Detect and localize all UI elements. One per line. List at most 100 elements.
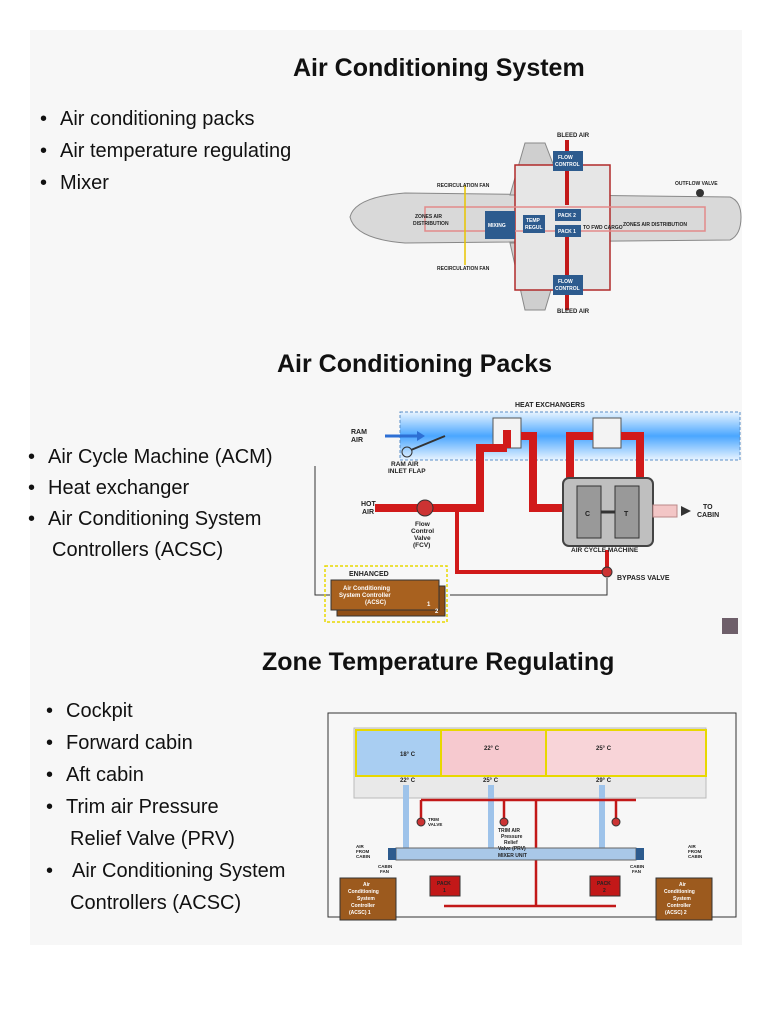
bullet-dot: • xyxy=(46,796,54,818)
zone-temp-cockpit: 18° C xyxy=(400,752,416,758)
fcv-label-4: (FCV) xyxy=(413,542,430,549)
duct-temp-cockpit: 22° C xyxy=(400,778,416,784)
bullet-item: •Air conditioning packs xyxy=(40,108,255,130)
fcv-valve xyxy=(416,499,434,517)
trim-valve-icon xyxy=(611,817,621,827)
fcv-label-1: Flow xyxy=(415,521,431,528)
enhanced-label: ENHANCED xyxy=(349,571,389,578)
air-from-cabin-right-2: FROM xyxy=(688,849,701,854)
trim-valve-label-1: TRIM xyxy=(428,817,439,822)
bullet-dot: • xyxy=(28,477,36,499)
bullet-item: •Cockpit xyxy=(46,700,133,722)
flow-control-bottom-label-1: FLOW xyxy=(558,279,573,285)
flap-hinge xyxy=(401,446,413,458)
heat-exchanger-2 xyxy=(592,417,622,449)
bullet-dot: • xyxy=(28,508,36,530)
pack-1-box xyxy=(429,875,461,897)
outer-signal-frame xyxy=(327,712,737,918)
bullet-dot: • xyxy=(46,764,54,786)
zones-air-right-label: ZONES AIR DISTRIBUTION xyxy=(623,222,687,228)
turbine-letter: T xyxy=(624,511,629,518)
duct-temp-aft: 29° C xyxy=(596,778,612,784)
acsc-unit-1 xyxy=(330,579,440,611)
cabin-fan-left-label-2: FAN xyxy=(380,869,389,874)
zone-temperature-diagram: 18° C 22° C 25° C 22° C 25° C 29° C TRIM… xyxy=(327,712,737,921)
section2-bullets: •Air Cycle Machine (ACM) •Heat exchanger… xyxy=(26,446,272,570)
bullet-dot: • xyxy=(40,108,48,130)
zone-temp-aft: 25° C xyxy=(596,746,612,752)
bullet-continuation: Controllers (ACSC) xyxy=(70,892,242,914)
cabin-fan-right xyxy=(636,848,644,860)
trim-valve-label-2: VALVE xyxy=(428,822,442,827)
trim-prv-label-2: Pressure xyxy=(501,834,523,840)
cabin-fan-right-label-2: FAN xyxy=(632,869,641,874)
hot-air-label-2: AIR xyxy=(362,509,374,516)
section1-bullets: •Air conditioning packs •Air temperature… xyxy=(38,108,291,204)
air-from-cabin-left-3: CABIN xyxy=(356,854,370,859)
fcv-label-2: Control xyxy=(411,528,434,535)
bullet-item: •Air Conditioning System xyxy=(46,860,286,882)
bullet-dot: • xyxy=(40,140,48,162)
acsc2-label-4: Controller xyxy=(667,903,691,909)
acsc-label-1: Air Conditioning xyxy=(343,586,390,592)
trim-valve-icon xyxy=(416,817,426,827)
bypass-valve-icon xyxy=(601,566,613,578)
outflow-valve-icon xyxy=(696,189,704,197)
slide-marker xyxy=(722,618,738,634)
acsc2-label-1: Air xyxy=(679,882,686,888)
acsc-2-unit xyxy=(655,877,713,921)
acsc1-label-4: Controller xyxy=(351,903,375,909)
acsc1-label-2: Conditioning xyxy=(348,889,379,895)
air-from-cabin-left-2: FROM xyxy=(356,849,369,854)
bullet-item: •Mixer xyxy=(40,172,109,194)
pack1-label: PACK 1 xyxy=(558,229,576,235)
cabin-fan-left-label-1: CABIN xyxy=(378,864,392,869)
to-cabin-label-1: TO xyxy=(703,504,713,511)
aircraft-system-diagram: BLEED AIR FLOW CONTROL RECIRCULATION FAN… xyxy=(349,133,742,315)
trim-prv-label-1: TRIM AIR xyxy=(498,828,520,834)
bullet-continuation: Relief Valve (PRV) xyxy=(70,828,235,850)
recirc-fan-bottom-label: RECIRCULATION FAN xyxy=(437,266,490,272)
temp-regul-label-2: REGUL xyxy=(525,225,543,231)
to-cabin-label-2: CABIN xyxy=(697,512,719,519)
bleed-air-bottom-label: BLEED AIR xyxy=(557,309,590,315)
mixing-label: MIXING xyxy=(488,223,506,229)
section1-title: Air Conditioning System xyxy=(293,54,585,82)
mixer-unit-label: MIXER UNIT xyxy=(498,853,527,859)
trim-prv-label-4: Valve (PRV) xyxy=(498,846,526,852)
bullet-item: •Air Cycle Machine (ACM) xyxy=(28,446,273,468)
acm-pack-diagram: HEAT EXCHANGERS RAM AIR RAM AIR INLET FL… xyxy=(314,402,741,623)
bullet-dot: • xyxy=(46,860,54,882)
acsc2-label-2: Conditioning xyxy=(664,889,695,895)
acsc1-label-5: (ACSC) 1 xyxy=(349,910,371,916)
outflow-valve-label: OUTFLOW VALVE xyxy=(675,181,718,187)
section3-bullets: •Cockpit •Forward cabin •Aft cabin •Trim… xyxy=(44,700,285,924)
hx2-to-acm-duct xyxy=(621,432,644,480)
to-cabin-duct xyxy=(652,504,678,518)
zones-air-left-label-2: DISTRIBUTION xyxy=(413,221,449,227)
trim-prv-label-3: Relief xyxy=(504,840,518,846)
trim-valve-icon xyxy=(499,817,509,827)
bullet-item: •Trim air Pressure xyxy=(46,796,219,818)
pack-2-label-1: PACK xyxy=(597,881,611,887)
hot-air-label-1: HOT xyxy=(361,501,377,508)
zones-air-left-label-1: ZONES AIR xyxy=(415,214,442,220)
ram-air-label-2: AIR xyxy=(351,437,363,444)
pack-1-label-2: 1 xyxy=(443,888,446,894)
ram-air-arrowhead xyxy=(417,431,425,441)
acsc-unit-2-number: 2 xyxy=(435,609,439,615)
pack1-box xyxy=(555,225,581,237)
bypass-valve-label: BYPASS VALVE xyxy=(617,575,670,582)
air-from-cabin-right-3: CABIN xyxy=(688,854,702,859)
acsc2-label-5: (ACSC) 2 xyxy=(665,910,687,916)
acm-label: AIR CYCLE MACHINE xyxy=(571,547,639,554)
ram-air-label-1: RAM xyxy=(351,429,367,436)
duct-temp-forward: 25° C xyxy=(483,778,499,784)
zone-cockpit xyxy=(355,729,442,777)
acsc-unit-1-number: 1 xyxy=(427,602,431,608)
recirc-fan-top-label: RECIRCULATION FAN xyxy=(437,183,490,189)
air-from-cabin-right-1: AIR xyxy=(688,844,697,849)
acsc2-label-3: System xyxy=(673,896,691,902)
ram-air-flap-label-2: INLET FLAP xyxy=(388,468,426,475)
pack2-box xyxy=(555,209,581,221)
